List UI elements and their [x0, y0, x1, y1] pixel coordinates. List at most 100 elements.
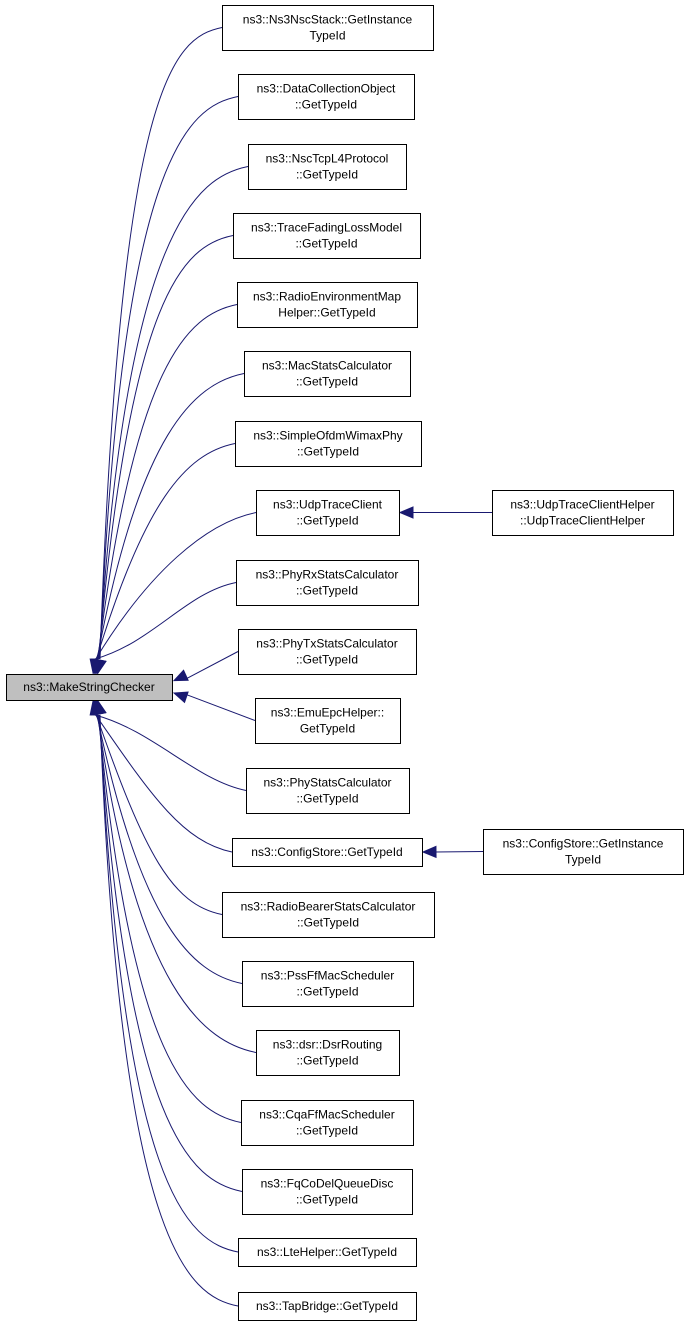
- edge-line: [98, 235, 234, 660]
- caller-node[interactable]: ns3::PhyRxStatsCalculator::GetTypeId: [236, 560, 419, 606]
- caller-node[interactable]: ns3::ConfigStore::GetTypeId: [232, 838, 423, 867]
- caller-node[interactable]: ns3::RadioBearerStatsCalculator::GetType…: [222, 892, 435, 938]
- edge-line: [97, 714, 242, 1123]
- node-label: ns3::DataCollectionObject: [257, 82, 396, 96]
- nodes: ns3::MakeStringChecker ns3::Ns3NscStack::…: [6, 5, 684, 1321]
- node-box: [237, 282, 418, 328]
- node-label: GetTypeId: [300, 722, 355, 736]
- node-box: [242, 1169, 413, 1215]
- node-box: [256, 1030, 400, 1076]
- edge-n15-to-root: [91, 699, 243, 984]
- edge-n4-to-root: [93, 235, 234, 675]
- node-label: ns3::TraceFadingLossModel: [251, 221, 402, 235]
- node-label: ns3::NscTcpL4Protocol: [266, 152, 389, 166]
- node-label: ns3::Ns3NscStack::GetInstance: [243, 13, 413, 27]
- caller-node[interactable]: ns3::TraceFadingLossModel::GetTypeId: [233, 213, 421, 259]
- node-label: ::UdpTraceClientHelper: [520, 514, 645, 528]
- edge-line: [99, 714, 239, 1253]
- edge-line: [95, 443, 236, 660]
- node-label: ns3::PhyStatsCalculator: [263, 776, 391, 790]
- root-node[interactable]: ns3::MakeStringChecker: [6, 674, 173, 701]
- caller-node[interactable]: ns3::UdpTraceClientHelper::UdpTraceClien…: [492, 490, 674, 536]
- edge-line: [96, 373, 245, 660]
- node-label: ns3::CqaFfMacScheduler: [259, 1108, 394, 1122]
- node-label: ns3::PhyTxStatsCalculator: [256, 637, 397, 651]
- edge-n17-to-root: [92, 699, 242, 1123]
- node-label: ::GetTypeId: [296, 168, 358, 182]
- node-box: [483, 829, 684, 875]
- edge-line: [94, 714, 247, 791]
- edge-line: [98, 714, 243, 1192]
- node-box: [241, 1100, 414, 1146]
- edge-line: [99, 27, 223, 660]
- edge-n7-to-root: [90, 443, 236, 675]
- caller-node[interactable]: ns3::UdpTraceClient::GetTypeId: [256, 490, 400, 536]
- edge-n6-to-root: [91, 373, 245, 675]
- edge-n10-to-root: [172, 651, 239, 682]
- edge-line: [183, 693, 256, 721]
- arrowhead: [172, 691, 189, 704]
- caller-node[interactable]: ns3::PhyStatsCalculator::GetTypeId: [246, 768, 410, 814]
- caller-node[interactable]: ns3::dsr::DsrRouting::GetTypeId: [256, 1030, 400, 1076]
- node-label: TypeId: [565, 853, 601, 867]
- node-box: [238, 74, 415, 120]
- caller-node[interactable]: ns3::TapBridge::GetTypeId: [238, 1292, 417, 1321]
- edge-n12-to-root: [89, 699, 247, 791]
- node-label: TypeId: [309, 29, 345, 43]
- caller-node[interactable]: ns3::PssFfMacScheduler::GetTypeId: [242, 961, 414, 1007]
- node-label: ::GetTypeId: [296, 1193, 358, 1207]
- caller-node[interactable]: ns3::NscTcpL4Protocol::GetTypeId: [248, 144, 407, 190]
- node-box: [256, 490, 400, 536]
- node-label: ns3::MacStatsCalculator: [262, 359, 392, 373]
- node-label: ns3::PhyRxStatsCalculator: [256, 568, 399, 582]
- edges: [89, 27, 492, 1307]
- node-label: ::GetTypeId: [296, 584, 358, 598]
- node-box: [492, 490, 674, 536]
- caller-node[interactable]: ns3::FqCoDelQueueDisc::GetTypeId: [242, 1169, 413, 1215]
- node-box: [233, 213, 421, 259]
- caller-node[interactable]: ns3::CqaFfMacScheduler::GetTypeId: [241, 1100, 414, 1146]
- node-box: [255, 698, 401, 744]
- caller-node[interactable]: ns3::LteHelper::GetTypeId: [238, 1238, 417, 1267]
- edge-line: [99, 96, 239, 660]
- node-label: ns3::SimpleOfdmWimaxPhy: [253, 429, 402, 443]
- edge-n11-to-root: [172, 691, 256, 721]
- caller-node[interactable]: ns3::MacStatsCalculator::GetTypeId: [244, 351, 411, 397]
- caller-node[interactable]: ns3::SimpleOfdmWimaxPhy::GetTypeId: [235, 421, 422, 467]
- node-label: ns3::LteHelper::GetTypeId: [257, 1245, 397, 1259]
- node-label: ns3::FqCoDelQueueDisc: [261, 1177, 394, 1191]
- node-box: [246, 768, 410, 814]
- node-label: ::GetTypeId: [296, 1054, 358, 1068]
- edge-line: [95, 714, 233, 853]
- caller-node[interactable]: ns3::EmuEpcHelper::GetTypeId: [255, 698, 401, 744]
- edge-line: [97, 714, 257, 1053]
- node-label: ns3::UdpTraceClientHelper: [510, 498, 654, 512]
- node-label: ns3::EmuEpcHelper::: [271, 706, 384, 720]
- node-label: ::GetTypeId: [297, 445, 359, 459]
- node-label: ns3::ConfigStore::GetInstance: [503, 837, 664, 851]
- node-box: [244, 351, 411, 397]
- node-label: ::GetTypeId: [297, 916, 359, 930]
- edge-line: [97, 304, 238, 660]
- caller-node[interactable]: ns3::DataCollectionObject::GetTypeId: [238, 74, 415, 120]
- caller-node[interactable]: ns3::RadioEnvironmentMapHelper::GetTypeI…: [237, 282, 418, 328]
- edge-n19-to-root: [94, 699, 239, 1253]
- node-label: ::GetTypeId: [296, 985, 358, 999]
- node-label: ns3::PssFfMacScheduler: [261, 969, 394, 983]
- node-label: ns3::MakeStringChecker: [23, 680, 154, 694]
- node-box: [238, 1292, 417, 1321]
- node-label: ::GetTypeId: [295, 98, 357, 112]
- edge-n16-to-root: [92, 699, 257, 1053]
- node-label: ::GetTypeId: [296, 653, 358, 667]
- node-label: ns3::TapBridge::GetTypeId: [256, 1299, 398, 1313]
- caller-node[interactable]: ns3::PhyTxStatsCalculator::GetTypeId: [238, 629, 417, 675]
- arrowhead: [94, 699, 107, 716]
- edge-n8-to-root: [90, 512, 257, 675]
- node-box: [238, 1238, 417, 1267]
- node-box: [222, 5, 434, 51]
- edge-line: [183, 651, 239, 681]
- edge-line: [96, 714, 243, 984]
- edge-n9-to-root: [89, 582, 237, 675]
